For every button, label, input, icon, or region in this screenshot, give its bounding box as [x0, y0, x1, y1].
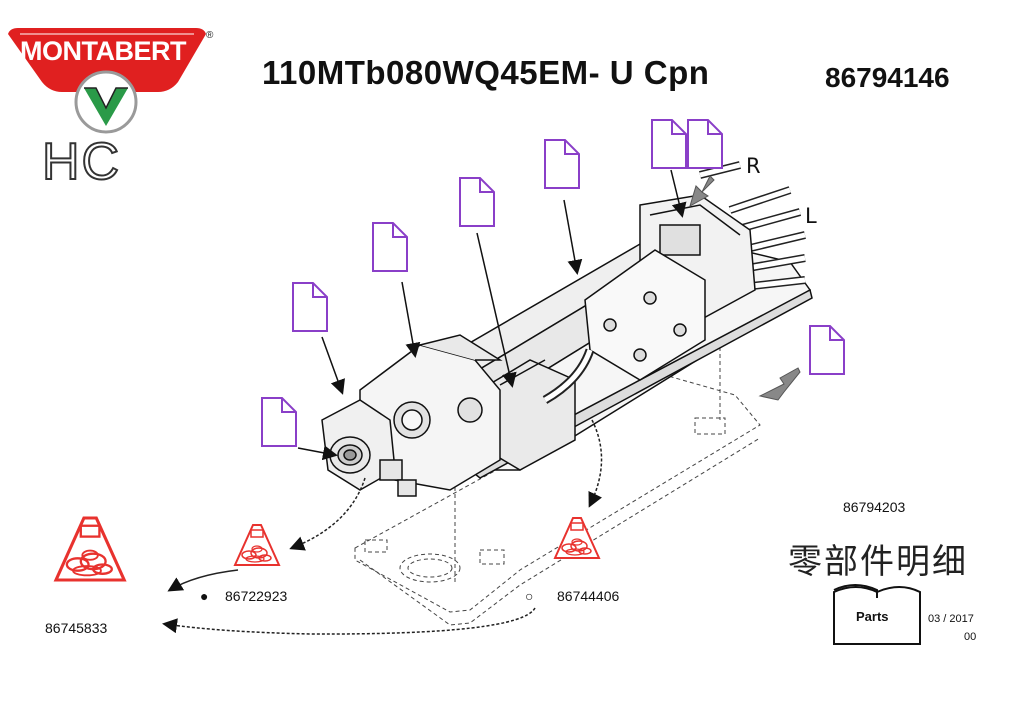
kit-number-1: 86722923 [225, 588, 288, 604]
kit-bullet-filled: ● [200, 588, 209, 604]
side-label-r: R [746, 154, 761, 178]
kit-flow-arrows [162, 419, 603, 635]
drifter-assembly [321, 161, 813, 497]
callout-arrows [297, 169, 687, 461]
parts-label: Parts [856, 609, 889, 624]
issue-date: 03 / 2017 [928, 613, 974, 625]
hc-logo: HC [41, 132, 122, 192]
gray-arrows [689, 175, 801, 401]
model-title: 110MTb080WQ45EM- U Cpn [262, 54, 710, 91]
side-label-l: L [805, 204, 817, 228]
base-plate [354, 340, 761, 626]
ref-number: 86794203 [843, 499, 906, 515]
registered-mark: ® [206, 30, 214, 41]
montabert-logo [8, 28, 206, 134]
kit-number-2: 86744406 [557, 588, 620, 604]
brand-name: MONTABERT [20, 36, 186, 66]
parts-badge [833, 584, 921, 645]
doc-number: 86794146 [825, 62, 950, 93]
m-emblem [74, 70, 138, 134]
chinese-title: 零部件明细 [788, 542, 968, 582]
revision: 00 [964, 631, 977, 643]
kit-total-number: 86745833 [45, 620, 108, 636]
kit-bags [54, 516, 600, 582]
kit-bullet-open: ○ [525, 588, 534, 604]
